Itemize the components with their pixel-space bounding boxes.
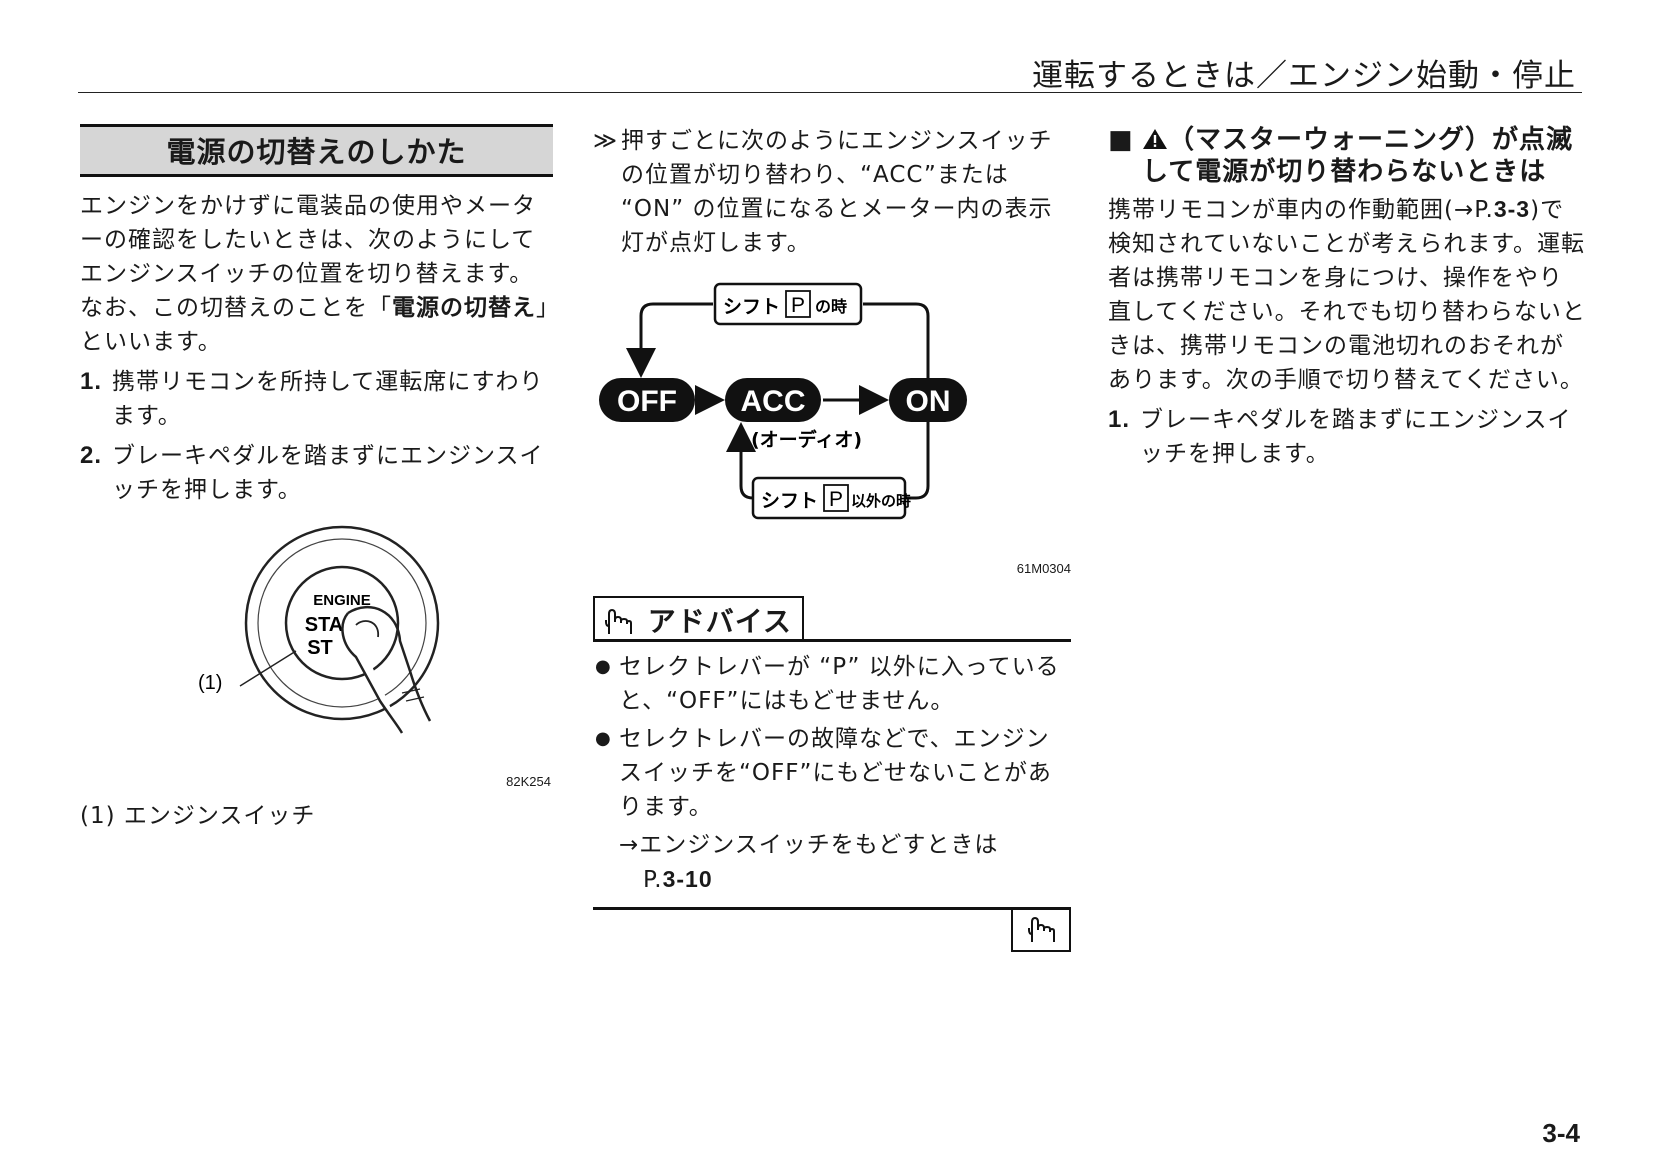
lead-paragraph: ≫押すごとに次のようにエンジンスイッチの位置が切り替わり、“ACC”または “O… (593, 124, 1071, 260)
subsection-title-line1: （マスターウォーニング）が点滅 (1168, 125, 1574, 155)
para-post: )で検知されていないことが考えられます。運転者は携帯リモコンを身につけ、操作をや… (1108, 197, 1586, 393)
top-label-post: の時 (815, 297, 847, 316)
right-steps: 1. ブレーキペダルを踏まずにエンジンスイッチを押します。 (1108, 403, 1586, 471)
left-steps: 1. 携帯リモコンを所持して運転席にすわります。 2. ブレーキペダルを踏まずにエン… (80, 365, 553, 507)
advice-title: アドバイス (647, 605, 792, 638)
engine-switch-figure: ENGINE STA ST (1) 82K254 (80, 521, 553, 791)
top-label-p: P (791, 294, 805, 317)
bottom-loop-right (905, 422, 930, 500)
state-diagram: シフト P の時 OFF ACC ON (オーディオ) シフト P 以外の時 (599, 282, 967, 520)
state-on-pill (889, 378, 967, 422)
finger-crease (405, 696, 425, 702)
bottom-label-pre: シフト (761, 490, 818, 512)
step-text: ブレーキペダルを踏まずにエンジンスイッチを押します。 (112, 443, 544, 503)
acc-sub-label: (オーディオ) (751, 428, 862, 451)
para-ref: 3-3 (1493, 196, 1531, 222)
switch-state-diagram: シフト P の時 OFF ACC ON (オーディオ) シフト P 以外の時 6… (593, 276, 1071, 576)
page-number: 3-4 (1542, 1118, 1580, 1148)
advice-top-rule (593, 639, 1071, 642)
intro-paragraph: エンジンをかけずに電装品の使用やメーターの確認をしたいときは、次のようにしてエン… (80, 193, 536, 287)
callout-leader (239, 650, 297, 687)
bottom-p-box (823, 484, 849, 512)
advice-bullet: ● セレクトレバーの故障などで、エンジンスイッチを“OFF”にもどせないことがあり… (593, 722, 1071, 824)
state-acc-label: ACC (741, 385, 806, 418)
state-acc-pill (725, 378, 821, 422)
reference-page: P.3-10 (619, 862, 1071, 897)
button-label-1: ENGINE (313, 592, 371, 609)
state-off-label: OFF (617, 385, 677, 418)
section-title: 電源の切替えのしかた (80, 124, 553, 177)
advice-bullets: ● セレクトレバーが “P” 以外に入っていると、“OFF”にはもどせません。 ●… (593, 650, 1071, 824)
callout-label: (1) (198, 672, 222, 694)
finger-outline (347, 605, 432, 722)
subsection-title: ■ （マスターウォーニング）が点滅 して電源が切り替わらないときは (1108, 124, 1586, 188)
reference-page-prefix: P. (643, 867, 663, 893)
reference-text: →エンジンスイッチをもどすときは (619, 832, 999, 858)
bullet-text: セレクトレバーが “P” 以外に入っていると、“OFF”にはもどせません。 (619, 654, 1060, 714)
lead-mark: ≫ (593, 128, 619, 154)
lead-text: 押すごとに次のようにエンジンスイッチの位置が切り替わり、“ACC”または “ON… (621, 128, 1053, 256)
chapter-title: 運転するときは／エンジン始動・停止 (1032, 58, 1576, 94)
pointing-hand-icon (1028, 916, 1055, 942)
state-off-pill (599, 378, 695, 422)
advice-bullet: ● セレクトレバーが “P” 以外に入っていると、“OFF”にはもどせません。 (593, 650, 1071, 718)
subsection-title-line2: して電源が切り替わらないときは (1142, 157, 1547, 187)
note-bold-term: 電源の切替え (392, 295, 536, 321)
step-text: ブレーキペダルを踏まずにエンジンスイッチを押します。 (1140, 407, 1572, 467)
top-loop-right (863, 302, 930, 402)
diagram-code: 61M0304 (1016, 561, 1071, 576)
page-reference: →エンジンスイッチをもどすときは P.3-10 (593, 828, 1071, 897)
bullet-dot: ● (595, 656, 612, 677)
top-p-box (785, 290, 811, 318)
step-number: 2. (80, 442, 103, 469)
figure-caption: (1) エンジンスイッチ (80, 803, 316, 829)
engine-switch-illustration: ENGINE STA ST (1) (198, 525, 440, 734)
note-pre: なお、この切替えのことを「 (80, 295, 392, 321)
finger-crease (401, 688, 421, 694)
note-post: 」といいます。 (80, 295, 549, 355)
para-pre: 携帯リモコンが車内の作動範囲(→P. (1108, 197, 1494, 223)
finger-front (341, 612, 404, 734)
bullet-dot: ● (595, 728, 612, 749)
top-label-pre: シフト (723, 296, 780, 318)
bullet-text: セレクトレバーの故障などで、エンジンスイッチを“OFF”にもどせないことがありま… (619, 726, 1052, 820)
button-label-3: ST (307, 637, 333, 659)
step-number: 1. (1108, 406, 1131, 433)
header-rule (78, 92, 1582, 93)
note-paragraph: なお、この切替えのことを「電源の切替え」といいます。 (80, 291, 553, 359)
advice-tab: アドバイス (593, 596, 804, 640)
advice-end-box (1011, 910, 1071, 952)
state-on-label: ON (906, 385, 951, 418)
step-number: 1. (80, 368, 103, 395)
step-item: 1. ブレーキペダルを踏まずにエンジンスイッチを押します。 (1108, 403, 1586, 471)
pointing-hand-icon (605, 608, 632, 634)
step-text: 携帯リモコンを所持して運転席にすわります。 (112, 369, 544, 429)
right-paragraph: 携帯リモコンが車内の作動範囲(→P.3-3)で検知されていないことが考えられます… (1108, 192, 1586, 397)
warning-triangle-icon (1143, 129, 1167, 149)
inner-ring (257, 538, 427, 708)
top-loop-left (626, 302, 713, 378)
left-column: 電源の切替えのしかた エンジンをかけずに電装品の使用やメーターの確認をしたいとき… (80, 124, 553, 833)
advice-box: アドバイス ● セレクトレバーが “P” 以外に入っていると、“OFF”にはもどせ… (593, 596, 1071, 956)
square-bullet-icon: ■ (1108, 125, 1134, 155)
button-label-2: STA (305, 614, 344, 636)
advice-bottom-rule (593, 907, 1071, 956)
right-column: ■ （マスターウォーニング）が点滅 して電源が切り替わらないときは 携帯リモコン… (1108, 124, 1586, 477)
fingernail (355, 620, 379, 638)
bottom-label-post: 以外の時 (851, 492, 911, 510)
middle-column: ≫押すごとに次のようにエンジンスイッチの位置が切り替わり、“ACC”または “O… (593, 124, 1071, 956)
figure-code: 82K254 (506, 774, 551, 789)
step-item: 2. ブレーキペダルを踏まずにエンジンスイッチを押します。 (80, 439, 553, 507)
reference-page-number: 3-10 (662, 866, 713, 892)
step-item: 1. 携帯リモコンを所持して運転席にすわります。 (80, 365, 553, 433)
bottom-label-p: P (829, 488, 843, 511)
